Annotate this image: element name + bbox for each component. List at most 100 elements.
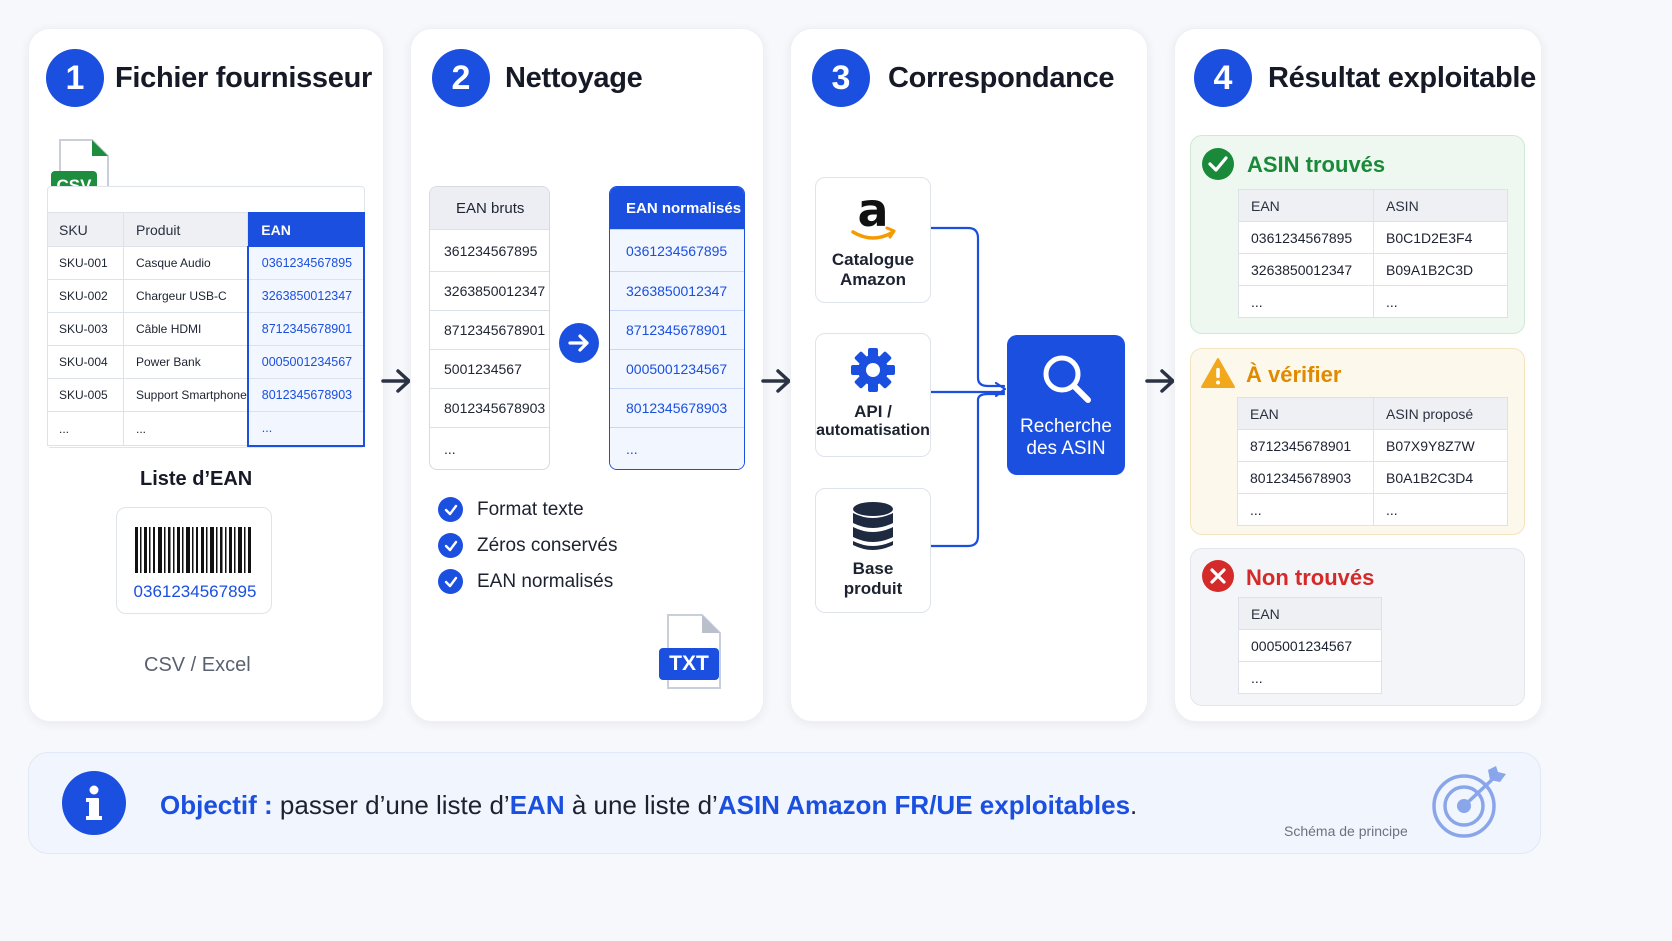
- list-item: 3263850012347: [430, 271, 549, 310]
- table-header: ASIN: [1373, 189, 1508, 222]
- normalized-ean-header: EAN normalisés: [610, 187, 744, 229]
- source-label: automatisation: [816, 422, 930, 439]
- table-cell: SKU-002: [47, 279, 124, 313]
- table-cell: 0005001234567: [1238, 629, 1382, 662]
- objective-highlight: EAN: [509, 790, 565, 820]
- source-label: Base: [852, 559, 894, 578]
- barcode-value: 0361234567895: [133, 582, 257, 601]
- source-label: API /: [854, 402, 892, 421]
- result-verify-title: À vérifier: [1246, 362, 1342, 387]
- step-3-title: Correspondance: [888, 62, 1115, 94]
- list-item: ...: [430, 427, 549, 469]
- result-found-title: ASIN trouvés: [1247, 152, 1386, 177]
- svg-text:a: a: [857, 188, 888, 237]
- normalized-ean-column: EAN normalisés 0361234567895 32638500123…: [609, 186, 745, 470]
- list-item: 8712345678901: [430, 310, 549, 349]
- list-item: 8012345678903: [430, 388, 549, 427]
- table-cell: ...: [1373, 493, 1508, 526]
- table-cell: ...: [1373, 285, 1508, 318]
- step-3-number: 3: [812, 49, 870, 107]
- list-item: 8012345678903: [610, 388, 744, 427]
- table-cell-ean: 3263850012347: [246, 279, 366, 313]
- raw-ean-header: EAN bruts: [430, 187, 549, 229]
- table-cell-ean: 0361234567895: [246, 246, 366, 280]
- ean-list-label: Liste d’EAN: [140, 468, 253, 490]
- table-cell: B07X9Y8Z7W: [1373, 429, 1508, 462]
- error-icon: [1201, 559, 1235, 598]
- table-header: EAN: [1237, 397, 1374, 430]
- table-cell: B09A1B2C3D: [1373, 253, 1508, 286]
- format-label: CSV / Excel: [144, 654, 251, 676]
- list-item: 0361234567895: [610, 229, 744, 271]
- step-4-title: Résultat exploitable: [1268, 62, 1536, 94]
- table-cell: Chargeur USB-C: [122, 279, 249, 313]
- table-cell: ...: [122, 411, 249, 446]
- schema-note: Schéma de principe: [1284, 823, 1408, 839]
- objective-text-part: .: [1130, 790, 1138, 820]
- arrow-right-icon: [760, 366, 794, 401]
- table-header: EAN: [1238, 597, 1382, 630]
- table-cell-ean: 8712345678901: [246, 312, 366, 346]
- col-sku-header: SKU: [47, 212, 124, 247]
- list-item: 361234567895: [430, 229, 549, 271]
- col-ean-header: EAN: [247, 212, 365, 247]
- source-label: Catalogue: [831, 250, 915, 269]
- table-cell: ...: [1237, 493, 1374, 526]
- source-product-database: Base produit: [815, 488, 931, 613]
- check-item-zeros-kept: Zéros conservés: [438, 533, 617, 558]
- step-4-number: 4: [1194, 49, 1252, 107]
- info-icon: [62, 771, 126, 835]
- search-icon: [1007, 351, 1125, 410]
- check-icon: [438, 569, 463, 594]
- table-cell: ...: [1238, 285, 1374, 318]
- table-cell: 8712345678901: [1237, 429, 1374, 462]
- objective-text: Objectif : passer d’une liste d’EAN à un…: [160, 790, 1137, 821]
- table-header: EAN: [1238, 189, 1374, 222]
- step-1-number: 1: [46, 49, 104, 107]
- arrow-right-icon: [380, 366, 414, 401]
- convert-arrow-icon: [559, 323, 599, 363]
- objective-label: Objectif :: [160, 790, 273, 820]
- table-cell: SKU-003: [47, 312, 124, 346]
- search-label: Recherche: [1020, 416, 1112, 437]
- gear-icon: [849, 346, 897, 396]
- table-cell: ...: [1238, 661, 1382, 694]
- raw-ean-column: EAN bruts 361234567895 3263850012347 871…: [429, 186, 550, 470]
- table-cell: 3263850012347: [1238, 253, 1374, 286]
- list-item: 3263850012347: [610, 271, 744, 310]
- table-cell: Câble HDMI: [122, 312, 249, 346]
- check-icon: [438, 533, 463, 558]
- objective-text-part: passer d’une liste d’: [272, 790, 510, 820]
- step-2-number: 2: [432, 49, 490, 107]
- barcode-icon: [135, 527, 253, 578]
- warning-icon: [1200, 357, 1236, 394]
- asin-search-box: Recherche des ASIN: [1007, 335, 1125, 475]
- list-item: 5001234567: [430, 349, 549, 388]
- table-cell: SKU-001: [47, 246, 124, 280]
- check-circle-icon: [1201, 147, 1235, 186]
- source-label: Amazon: [839, 270, 907, 289]
- source-label: produit: [843, 579, 903, 598]
- result-not-found-table: EAN 0005001234567 ...: [1238, 597, 1382, 694]
- check-item-text-format: Format texte: [438, 497, 584, 522]
- list-item: ...: [610, 427, 744, 469]
- database-icon: [851, 501, 895, 555]
- table-cell-ean: 0005001234567: [246, 345, 366, 379]
- table-cell: ...: [47, 411, 124, 446]
- check-label: Format texte: [477, 498, 584, 520]
- objective-banner: [28, 752, 1541, 854]
- source-api-automation: API / automatisation: [815, 333, 931, 457]
- table-header: ASIN proposé: [1373, 397, 1508, 430]
- table-cell: Support Smartphone: [122, 378, 249, 412]
- txt-badge: TXT: [659, 648, 719, 680]
- table-cell: Casque Audio: [122, 246, 249, 280]
- step-1-title: Fichier fournisseur: [115, 62, 372, 94]
- check-label: Zéros conservés: [477, 534, 618, 556]
- table-cell: 0361234567895: [1238, 221, 1374, 254]
- check-icon: [438, 497, 463, 522]
- check-item-ean-normalized: EAN normalisés: [438, 569, 613, 594]
- table-cell: B0C1D2E3F4: [1373, 221, 1508, 254]
- table-cell: Power Bank: [122, 345, 249, 379]
- table-cell: SKU-005: [47, 378, 124, 412]
